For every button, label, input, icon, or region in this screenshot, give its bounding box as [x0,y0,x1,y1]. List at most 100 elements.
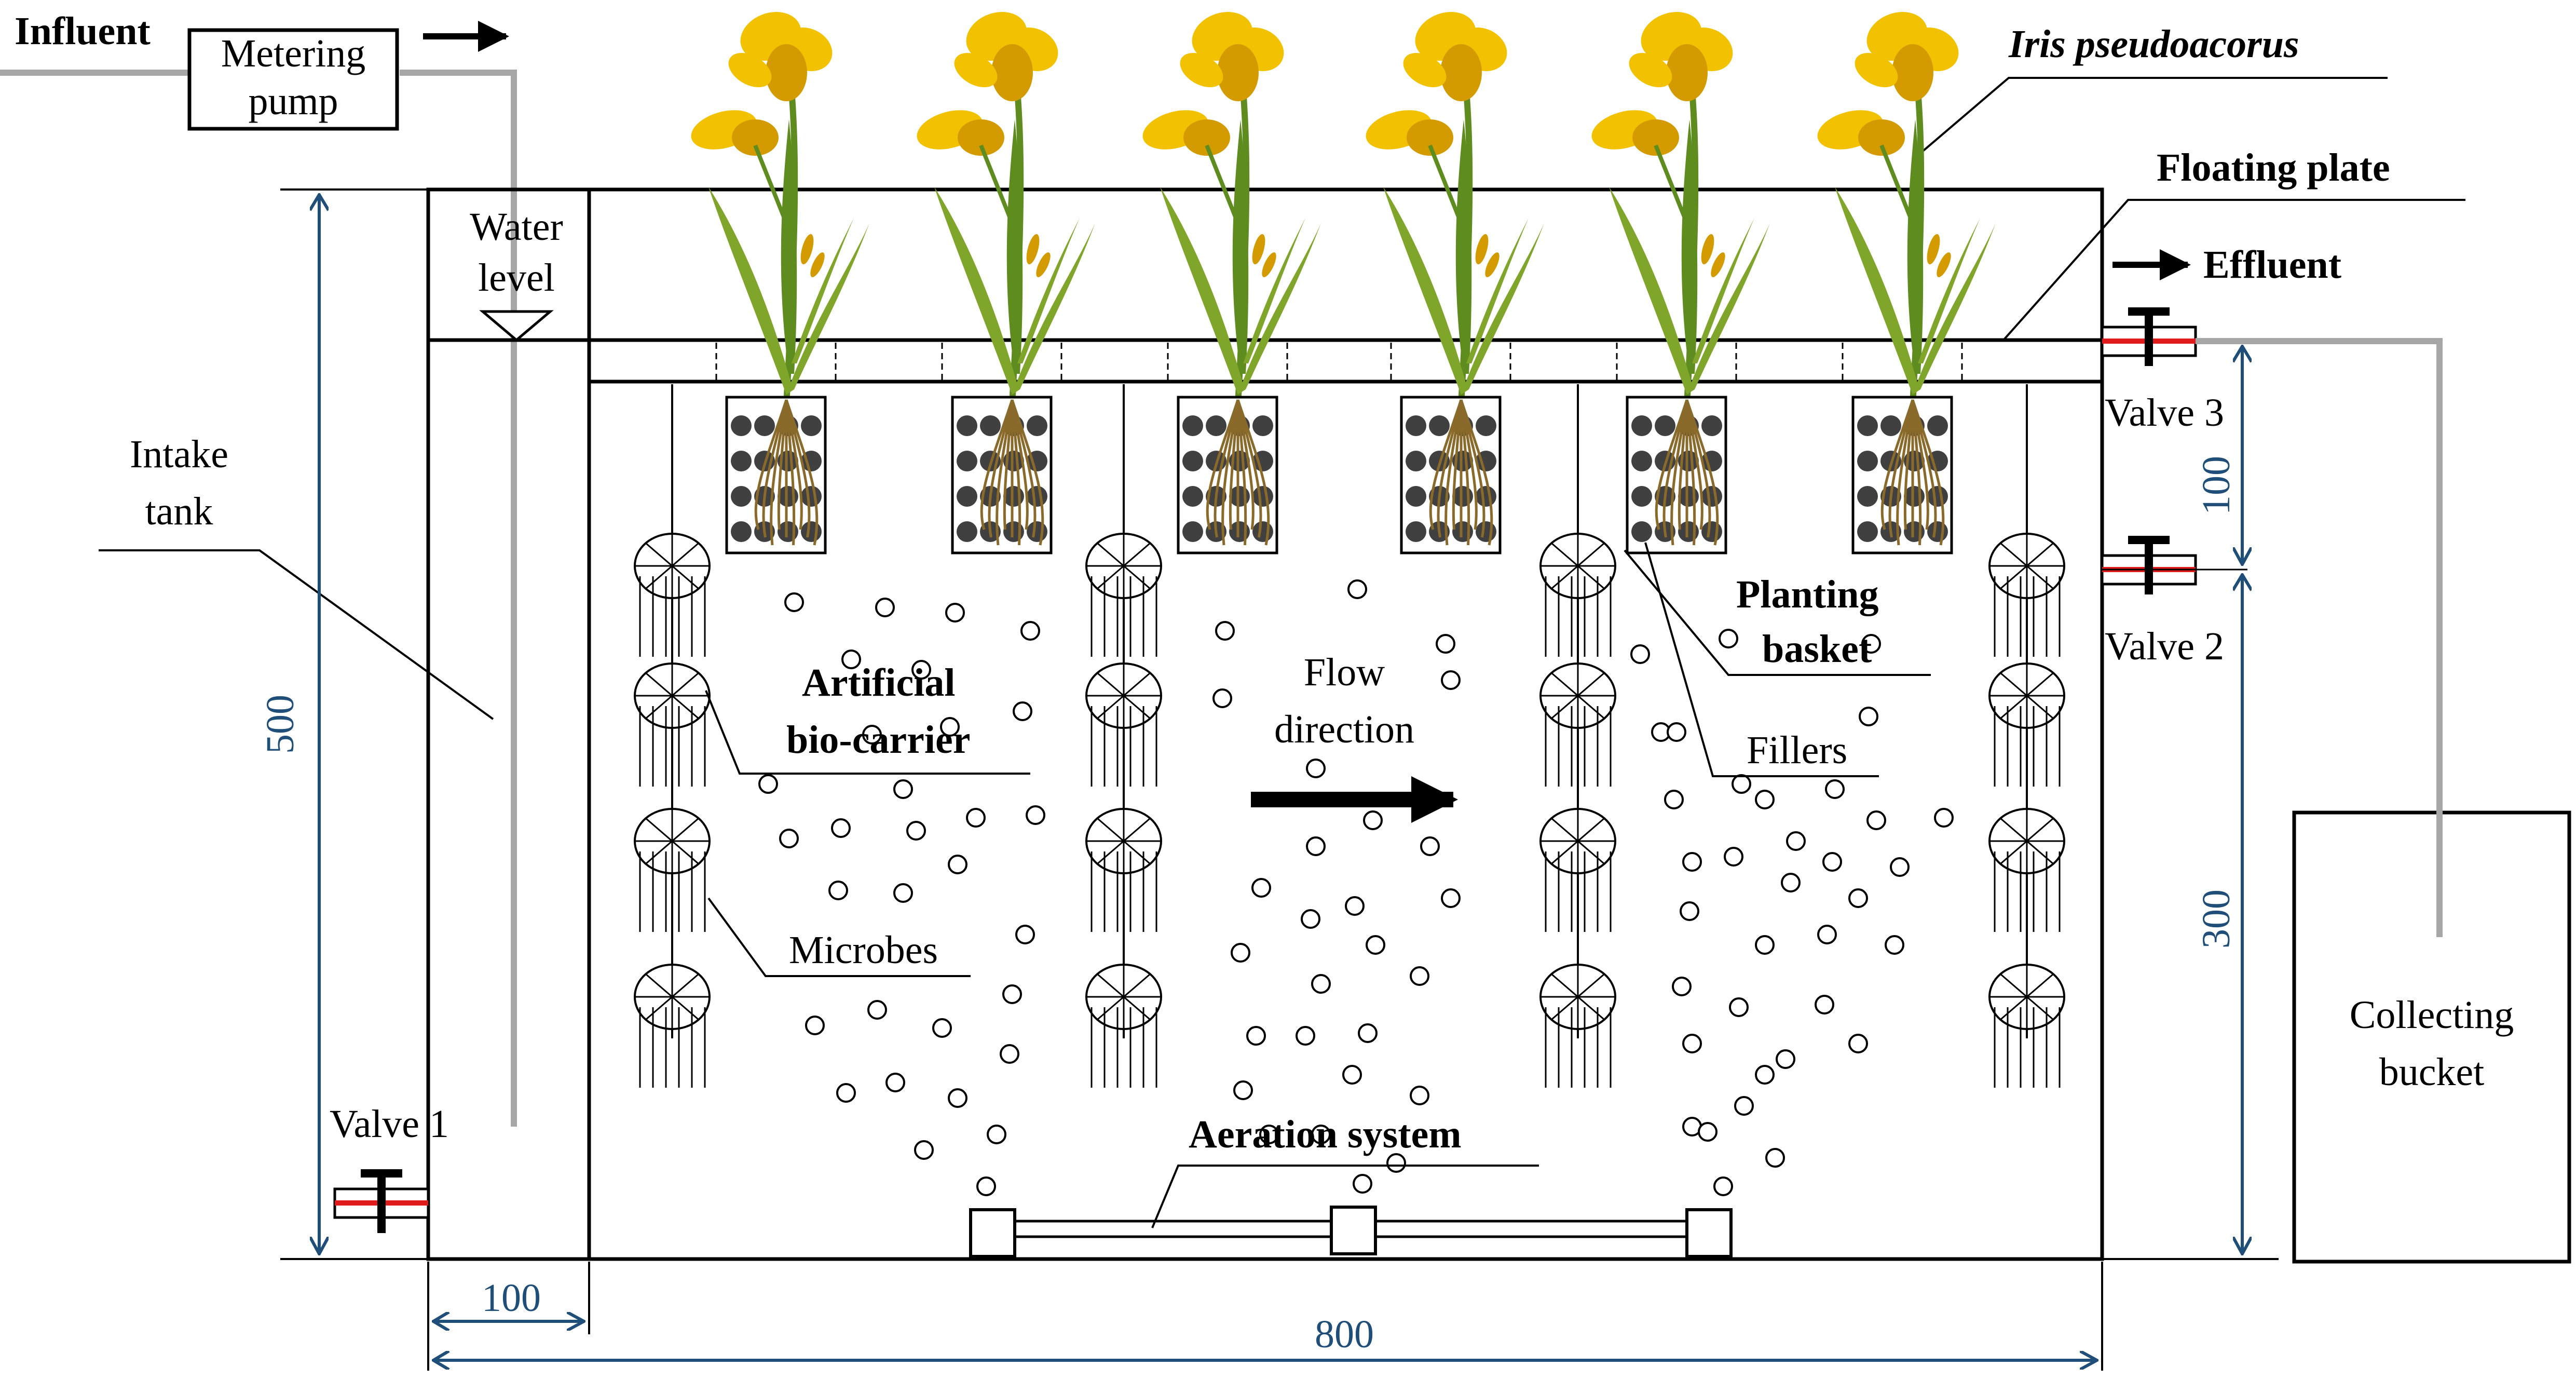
air-bubble [1734,1096,1754,1116]
petal [958,119,1004,156]
filler [1701,521,1722,542]
air-bubble [1698,1122,1718,1142]
valve-1 [333,1169,430,1233]
root [1214,399,1239,538]
dimension-valve-spacing: 100 [2195,456,2238,515]
floating-plate-leader [2002,199,2465,341]
filler [1927,415,1948,436]
root [1460,399,1478,530]
bio-carrier [1085,964,1162,1088]
air-bubble [1000,1044,1019,1064]
planting-basket [1390,343,1511,554]
air-bubble [1680,901,1699,921]
filler [980,415,1001,436]
bio-carrier [1085,662,1162,787]
filler [1406,486,1426,507]
planting-basket-label-1: Planting [1736,573,1879,616]
air-bubble [932,1018,952,1038]
filler [1429,415,1450,436]
valve-2 [2101,536,2197,594]
air-bubble [1815,995,1834,1014]
bud [1937,252,1951,277]
air-bubble [893,883,913,903]
filler [801,486,822,507]
planting-basket [715,343,837,554]
filler [1631,451,1652,471]
bio-carrier [1539,662,1616,787]
root [1896,399,1914,546]
planting-basket-label-2: basket [1762,627,1872,671]
petal [1183,119,1230,156]
branch [979,144,1014,224]
branch [753,144,788,224]
air-bubble [1664,790,1684,809]
air-bubble [1859,707,1878,726]
petal [728,52,772,88]
air-bubble [1825,779,1845,799]
dimension-width-total: 800 [1315,1313,1374,1356]
carrier-spoke [1097,672,1151,719]
petal [1858,119,1905,156]
air-bubble [867,1000,887,1020]
root [1685,399,1711,538]
bio-carrier [634,964,711,1088]
floating-plate-label: Floating plate [2157,146,2390,190]
root [1911,399,1945,546]
air-bubble [784,592,804,612]
dimension-width-intake: 100 [482,1276,541,1320]
air-bubble [1410,966,1429,986]
leaf [781,119,797,374]
air-bubble [1755,1065,1775,1085]
bio-carrier [1085,533,1162,657]
bio-carrier-column [634,384,711,1088]
iris-plant [1366,11,1544,405]
air-bubble [758,774,778,794]
valve-2-label: Valve 2 [2105,625,2224,668]
air-bubble [1682,852,1702,872]
filler [1182,521,1203,542]
air-bubble [828,881,848,900]
bud [1262,252,1276,277]
carrier-spoke [645,973,699,1020]
air-bubble [911,660,931,680]
air-bubbles [758,579,1954,1196]
bio-carrier [1539,533,1616,657]
intake-tank-leader [99,549,494,720]
air-bubble [1776,1049,1795,1069]
root [1452,399,1463,530]
air-bubble [805,1016,825,1035]
filler [1476,415,1496,436]
petal [1217,44,1259,101]
bud [1036,252,1051,277]
air-bubble [1436,634,1455,654]
filler [1631,415,1652,436]
petal [1666,44,1708,101]
bio-carrier [634,662,711,787]
carrier-spoke [1097,543,1151,589]
air-bubble [1386,1153,1406,1173]
air-bubble [1885,935,1904,955]
air-bubble [885,1073,905,1092]
petal [954,52,998,88]
air-bubble [1363,810,1383,830]
petal [1892,44,1933,101]
iris-plant [1817,11,1996,405]
air-bubble [1358,1023,1378,1043]
influent-label: Influent [15,9,151,53]
filler [1476,486,1496,507]
filler [1857,486,1878,507]
root [1655,399,1688,530]
carrier-spoke [1551,818,1605,864]
air-bubble [1441,888,1461,908]
root [1662,399,1688,538]
root [785,399,811,538]
air-bubble [1345,896,1365,916]
air-bubble [1410,1086,1429,1105]
species-leader [1919,77,2388,154]
air-bubble [1212,688,1232,708]
air-bubble [1215,621,1235,641]
filler [1182,415,1203,436]
petal [1440,44,1482,101]
leaf [1835,187,1918,395]
